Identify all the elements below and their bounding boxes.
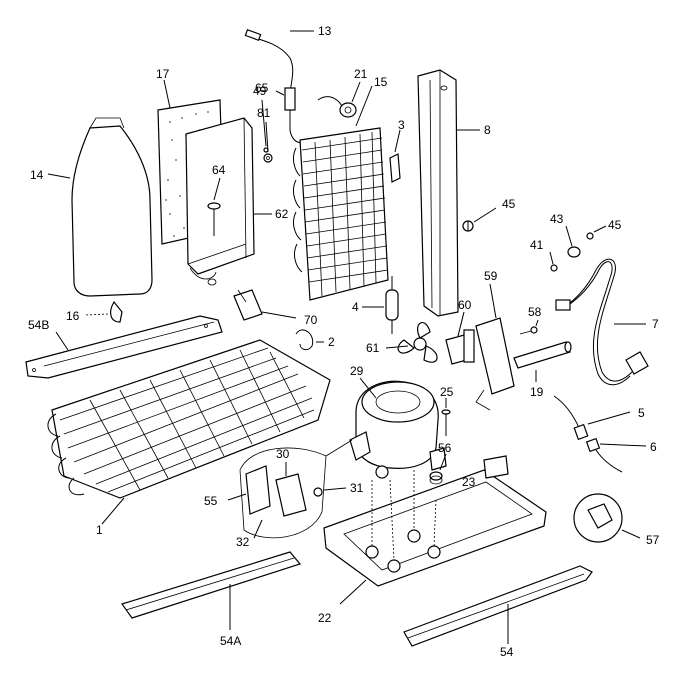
part-57-foot: [573, 493, 641, 543]
part-56-grommet: [429, 453, 447, 485]
part-3-clip: [389, 129, 401, 183]
callout-16: 16: [66, 309, 80, 323]
callout-14: 14: [30, 168, 44, 182]
callout-54A: 54A: [220, 634, 241, 648]
part-60-fan-motor: [445, 311, 475, 365]
callout-41: 41: [530, 238, 544, 252]
part-62-evaporator-cover: [185, 117, 272, 286]
callout-21: 21: [354, 67, 368, 81]
callout-57: 57: [646, 533, 660, 547]
part-45-screw-right: [586, 225, 607, 240]
part-25-bolt: [441, 398, 451, 436]
callout-58: 58: [528, 305, 542, 319]
relay-assembly-inset: [227, 439, 353, 539]
callout-54B: 54B: [28, 318, 49, 332]
callout-56: 56: [438, 441, 452, 455]
part-70-bracket: [233, 289, 297, 321]
callout-25: 25: [440, 385, 454, 399]
part-58-screw: [519, 319, 539, 335]
callout-4: 4: [352, 300, 359, 314]
part-8-vertical-channel: [417, 69, 480, 317]
part-54A-rail: [121, 551, 302, 630]
callout-49: 49: [253, 84, 267, 98]
callout-45-right: 45: [608, 218, 622, 232]
callout-23: 23: [462, 475, 476, 489]
callout-15: 15: [374, 75, 388, 89]
part-49-81-fasteners: [261, 99, 273, 163]
part-4-drier: [362, 276, 399, 334]
callout-59: 59: [484, 269, 498, 283]
part-5-connector: [553, 395, 631, 441]
part-65-tube-fitting: [275, 87, 311, 144]
part-13-capillary-tube: [244, 29, 314, 93]
callout-70: 70: [304, 313, 318, 327]
callout-29: 29: [350, 364, 364, 378]
callout-1: 1: [96, 523, 103, 537]
callout-32: 32: [236, 535, 250, 549]
callout-labels: 13 17 49 65 21 15 81 3 8 14 64 62 45 43 …: [28, 24, 660, 659]
callout-61: 61: [366, 341, 380, 355]
part-21-grommet: [317, 81, 361, 118]
part-29-compressor: [349, 377, 447, 479]
part-54-rail: [403, 565, 593, 647]
callout-2: 2: [328, 335, 335, 349]
callout-81: 81: [257, 106, 271, 120]
part-45-screw-upper: [462, 207, 497, 232]
callout-55: 55: [204, 494, 218, 508]
callout-3: 3: [398, 118, 405, 132]
callout-17: 17: [156, 67, 170, 81]
callout-22: 22: [318, 611, 332, 625]
callout-31: 31: [350, 481, 364, 495]
part-22-base-pan: [323, 455, 547, 605]
part-64-screw: [207, 177, 221, 236]
callout-62: 62: [275, 207, 289, 221]
part-41-screw: [549, 251, 558, 272]
callout-5: 5: [638, 406, 645, 420]
part-61-fan-blade: [385, 322, 438, 363]
part-19-tube: [513, 341, 572, 382]
callout-13: 13: [318, 24, 332, 38]
callout-6: 6: [650, 440, 657, 454]
callout-8: 8: [484, 123, 491, 137]
part-7-power-cord: [555, 258, 649, 386]
part-14-evaporator-bag: [47, 117, 153, 297]
part-16-clip: [85, 300, 123, 323]
part-43-overload: [565, 225, 581, 258]
callout-60: 60: [458, 298, 472, 312]
part-54B-mounting-rail: [25, 315, 223, 379]
part-15-condenser-coil: [293, 85, 389, 301]
callout-54: 54: [500, 645, 514, 659]
part-59-fan-bracket: [475, 283, 515, 411]
callout-30: 30: [276, 447, 290, 461]
callout-65: 65: [255, 81, 269, 95]
callout-43: 43: [550, 212, 564, 226]
part-1-main-coil: [47, 339, 331, 525]
callout-45-upper: 45: [502, 197, 516, 211]
callout-7: 7: [652, 317, 659, 331]
callout-19: 19: [530, 385, 544, 399]
part-2-wire-clip: [295, 329, 324, 351]
callout-64: 64: [212, 163, 226, 177]
part-6-connector: [585, 437, 647, 473]
